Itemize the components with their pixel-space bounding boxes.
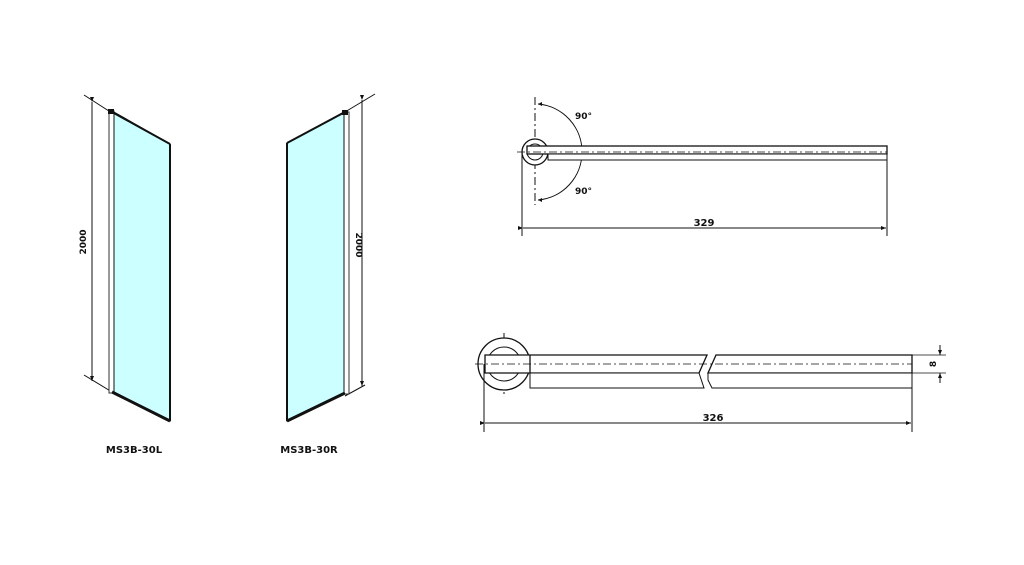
- left-panel-drawing: [83, 94, 171, 423]
- bottom-view-drawing: [475, 333, 946, 432]
- right-panel-drawing: [286, 93, 376, 423]
- right-panel-model-label: MS3B-30R: [280, 445, 338, 456]
- thickness-dimension: 8: [929, 361, 939, 367]
- top-view-drawing: [517, 97, 888, 236]
- bottom-angle-label: 90°: [575, 187, 592, 197]
- top-angle-label: 90°: [575, 112, 592, 122]
- left-glass-pane: [113, 111, 171, 422]
- left-panel-model-label: MS3B-30L: [106, 445, 163, 456]
- bottom-length-dimension: 326: [703, 413, 724, 424]
- right-height-dimension: 2000: [353, 232, 363, 257]
- top-length-dimension: 329: [694, 218, 715, 229]
- right-glass-pane: [286, 111, 345, 422]
- left-height-dimension: 2000: [79, 229, 89, 254]
